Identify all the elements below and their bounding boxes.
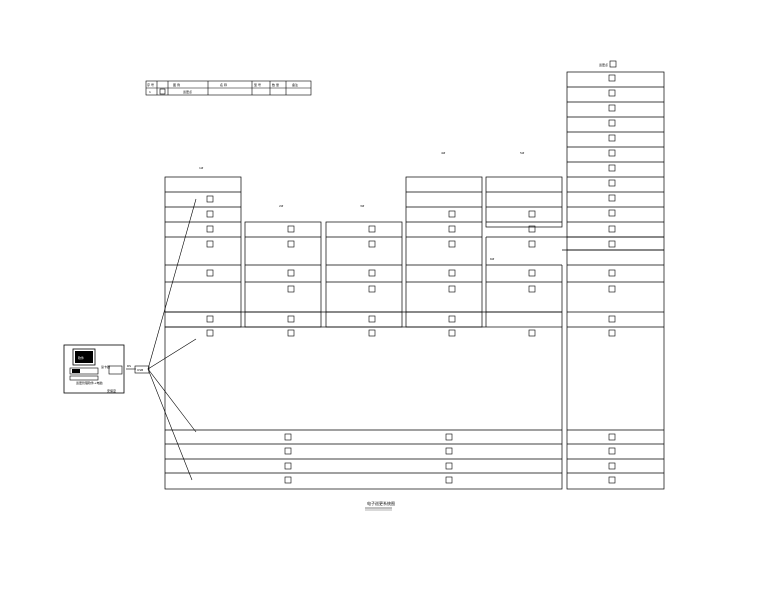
patrol-point-icon [528, 269, 536, 277]
patrol-point-icon [287, 225, 295, 233]
patrol-point-icon [528, 285, 536, 293]
patrol-point-icon [206, 240, 214, 248]
patrol-point-icon [284, 433, 292, 441]
usb-hub [134, 365, 150, 374]
patrol-point-icon [206, 195, 214, 203]
patrol-point-icon [608, 329, 616, 337]
patrol-point-icon [608, 149, 616, 157]
patrol-point-icon [608, 433, 616, 441]
patrol-point-icon [287, 240, 295, 248]
patrol-point-icon [528, 329, 536, 337]
patrol-point-icon [608, 134, 616, 142]
building-frames [164, 71, 665, 490]
frame-box [164, 326, 563, 490]
patrol-point-icon [287, 285, 295, 293]
patrol-point-icon [368, 240, 376, 248]
patrol-point-icon [287, 269, 295, 277]
patrol-point-icon [368, 225, 376, 233]
patrol-point-icon [206, 210, 214, 218]
monitor-label: 软件 [78, 355, 84, 360]
patrol-point-icon [448, 269, 456, 277]
top-label: 巡更点 [599, 62, 608, 67]
patrol-point-icon [368, 329, 376, 337]
patrol-point-icon [608, 104, 616, 112]
control-caption: 巡更管理软件+电脑 [76, 380, 103, 385]
rs-label: RS [127, 364, 131, 368]
building-label-3: 3# [360, 204, 365, 208]
usb-hub-label: USB [137, 368, 143, 372]
patrol-point-icon [608, 462, 616, 470]
building-label-2: 2# [279, 204, 284, 208]
patrol-point-icon [608, 209, 616, 217]
patrol-point-icon [448, 329, 456, 337]
patrol-point-icon [528, 225, 536, 233]
frame-box [325, 221, 403, 328]
patrol-point-icon [368, 285, 376, 293]
patrol-points [206, 60, 617, 484]
patrol-point-icon [608, 315, 616, 323]
patrol-point-icon [206, 315, 214, 323]
frame-box [244, 221, 322, 328]
patrol-point-icon [448, 225, 456, 233]
patrol-point-icon [608, 194, 616, 202]
patrol-point-icon [608, 476, 616, 484]
legend-header-qty: 数 量 [272, 82, 279, 87]
patrol-point-icon [445, 433, 453, 441]
patrol-point-icon [528, 210, 536, 218]
patrol-point-icon [608, 225, 616, 233]
patrol-point-icon [448, 240, 456, 248]
building-label-4: 4# [441, 151, 446, 155]
legend-header-name: 名 称 [220, 82, 227, 87]
patrol-point-icon [448, 285, 456, 293]
control-room: 软件 读卡器 巡更管理软件+电脑 安保室 USB RS [63, 344, 150, 394]
patrol-point-icon [608, 240, 616, 248]
reader-label: 读卡器 [101, 364, 110, 369]
patrol-point-icon [287, 315, 295, 323]
patrol-point-icon [608, 447, 616, 455]
patrol-point-icon [287, 329, 295, 337]
frame-box [566, 71, 665, 490]
legend-header-no: 序 号 [147, 82, 154, 87]
patrol-point-icon [608, 89, 616, 97]
legend-header-model: 型 号 [254, 82, 261, 87]
patrol-point-icon [608, 164, 616, 172]
patrol-point-icon [368, 269, 376, 277]
diagram-title: 电子巡更系统图 [367, 500, 395, 506]
building-label-5: 5# [520, 151, 525, 155]
building-label-6: 6# [490, 257, 495, 261]
patrol-point-icon [448, 210, 456, 218]
patrol-point-icon [206, 329, 214, 337]
monitor-icon [75, 351, 93, 363]
connection-lines [126, 198, 197, 481]
patrol-point-icon [206, 225, 214, 233]
patrol-point-icon [284, 462, 292, 470]
patrol-point-icon [368, 315, 376, 323]
patrol-point-icon [608, 269, 616, 277]
patrol-point-icon [608, 285, 616, 293]
patrol-point-icon [206, 269, 214, 277]
patrol-point-icon [608, 179, 616, 187]
legend-row-no: 1 [149, 90, 151, 94]
legend-header-note: 备注 [292, 82, 298, 87]
patrol-point-icon [445, 447, 453, 455]
patrol-point-icon [609, 60, 617, 68]
legend-row-name: 巡更点 [183, 89, 192, 94]
frame-box [405, 176, 483, 328]
patrol-point-icon [445, 476, 453, 484]
patrol-point-icon [608, 74, 616, 82]
frame-box [485, 176, 563, 228]
frame-box [164, 176, 242, 328]
legend-table [145, 80, 312, 96]
patrol-point-icon [445, 462, 453, 470]
patrol-point-icon [284, 476, 292, 484]
patrol-point-icon [528, 240, 536, 248]
patrol-point-icon [284, 447, 292, 455]
room-label: 安保室 [107, 388, 116, 393]
patrol-point-icon [448, 315, 456, 323]
patrol-point-icon [608, 119, 616, 127]
legend-header-symbol: 图 例 [173, 82, 180, 87]
building-label-1: 1# [199, 166, 204, 170]
